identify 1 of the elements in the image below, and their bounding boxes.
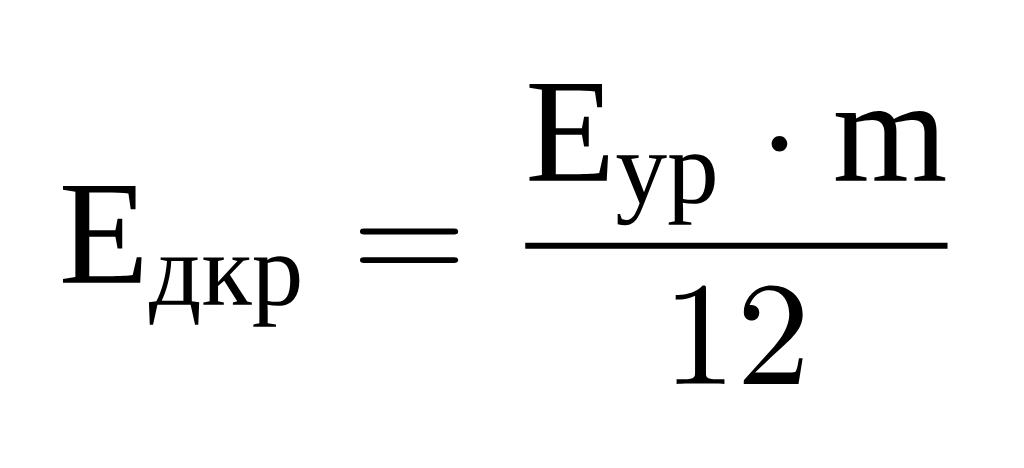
formula: $\mathrm{E}_{\text{дкр}}=\dfrac{\mathrm{E}_{\text{ур}}\cdot\mathrm{m}}{12}$ (63, 84, 948, 384)
